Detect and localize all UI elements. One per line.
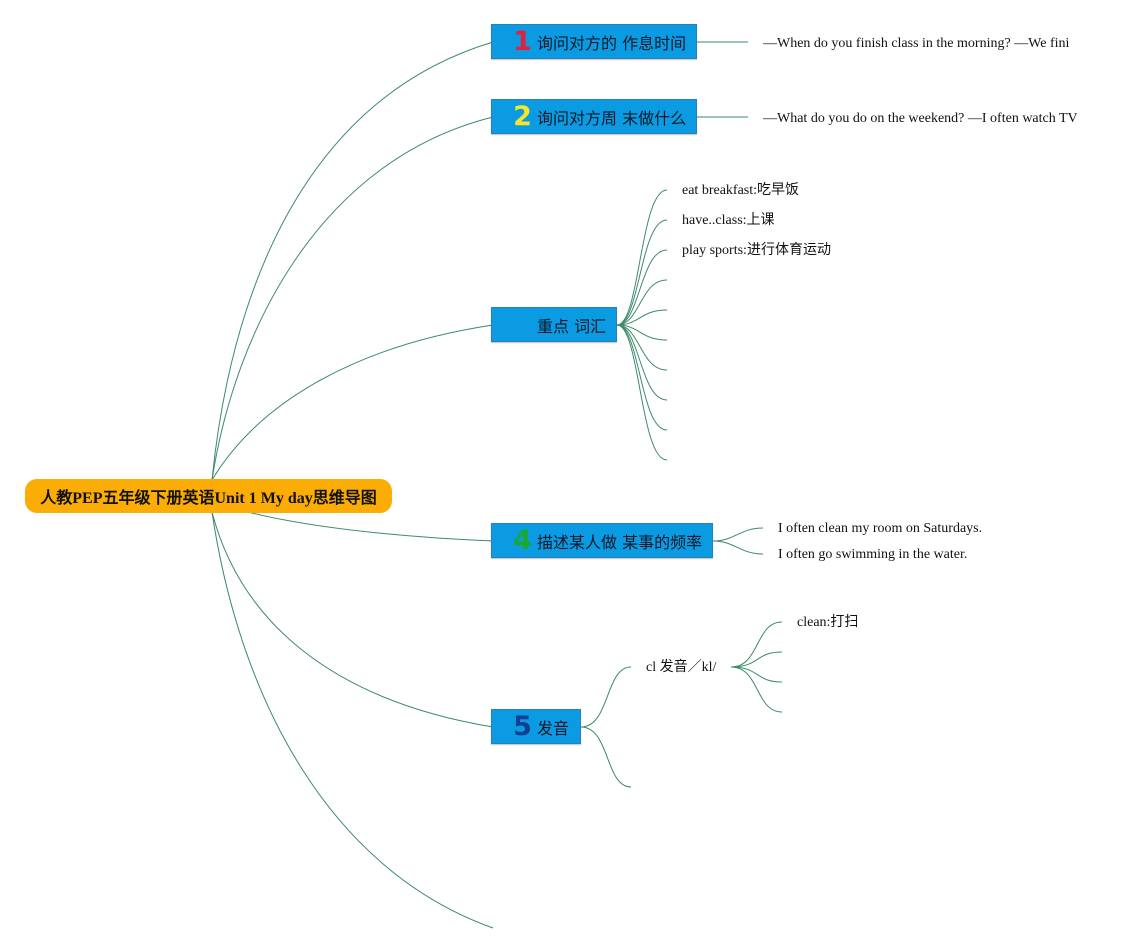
connector-root-topic-2 xyxy=(211,116,494,481)
topic-4[interactable]: 4 描述某人做 某事的频率 xyxy=(491,523,713,558)
topic-2[interactable]: 2 询问对方周 末做什么 xyxy=(491,99,697,134)
topic-3[interactable]: 重点 词汇 xyxy=(491,307,617,342)
number-5-icon: 5 xyxy=(513,711,532,742)
number-1-icon: 1 xyxy=(513,26,532,57)
connector-root-topic-5 xyxy=(211,511,494,728)
topic-5-label: 发音 xyxy=(537,718,570,738)
number-2-icon: 2 xyxy=(513,101,532,132)
connector-root-topic-6 xyxy=(211,511,494,929)
central-topic-label: 人教PEP五年级下册英语Unit 1 My day思维导图 xyxy=(40,490,377,507)
connector-root-topic-3 xyxy=(211,324,494,481)
topic-2-label: 询问对方周 末做什么 xyxy=(537,108,687,128)
topic-1[interactable]: 1 询问对方的 作息时间 xyxy=(491,24,697,59)
connector-root-topic-4 xyxy=(247,511,494,542)
topic-5-subtopic[interactable]: cl 发音／kl/ xyxy=(646,660,717,675)
topic-3-leaf-1[interactable]: eat breakfast:吃早饭 xyxy=(682,183,800,198)
topic-4-label: 描述某人做 某事的频率 xyxy=(537,532,703,552)
topic-3-leaf-2[interactable]: have..class:上课 xyxy=(682,213,775,228)
topic-5[interactable]: 5 发音 xyxy=(491,709,581,744)
number-4-icon: 4 xyxy=(513,525,532,556)
topic-4-leaf-1[interactable]: I often clean my room on Saturdays. xyxy=(778,521,983,536)
topic-4-leaf-2[interactable]: I often go swimming in the water. xyxy=(778,547,968,561)
connector-root-topic-1 xyxy=(211,41,494,481)
topic-1-leaf[interactable]: —When do you finish class in the morning… xyxy=(763,36,1069,51)
topic-3-leaf-3[interactable]: play sports:进行体育运动 xyxy=(682,243,831,258)
topic-5-leaf-1[interactable]: clean:打扫 xyxy=(797,615,859,630)
topic-1-label: 询问对方的 作息时间 xyxy=(537,33,687,53)
topic-3-label: 重点 词汇 xyxy=(537,316,607,336)
central-topic[interactable]: 人教PEP五年级下册英语Unit 1 My day思维导图 xyxy=(25,479,392,513)
topic-2-leaf[interactable]: —What do you do on the weekend? —I often… xyxy=(763,111,1077,126)
